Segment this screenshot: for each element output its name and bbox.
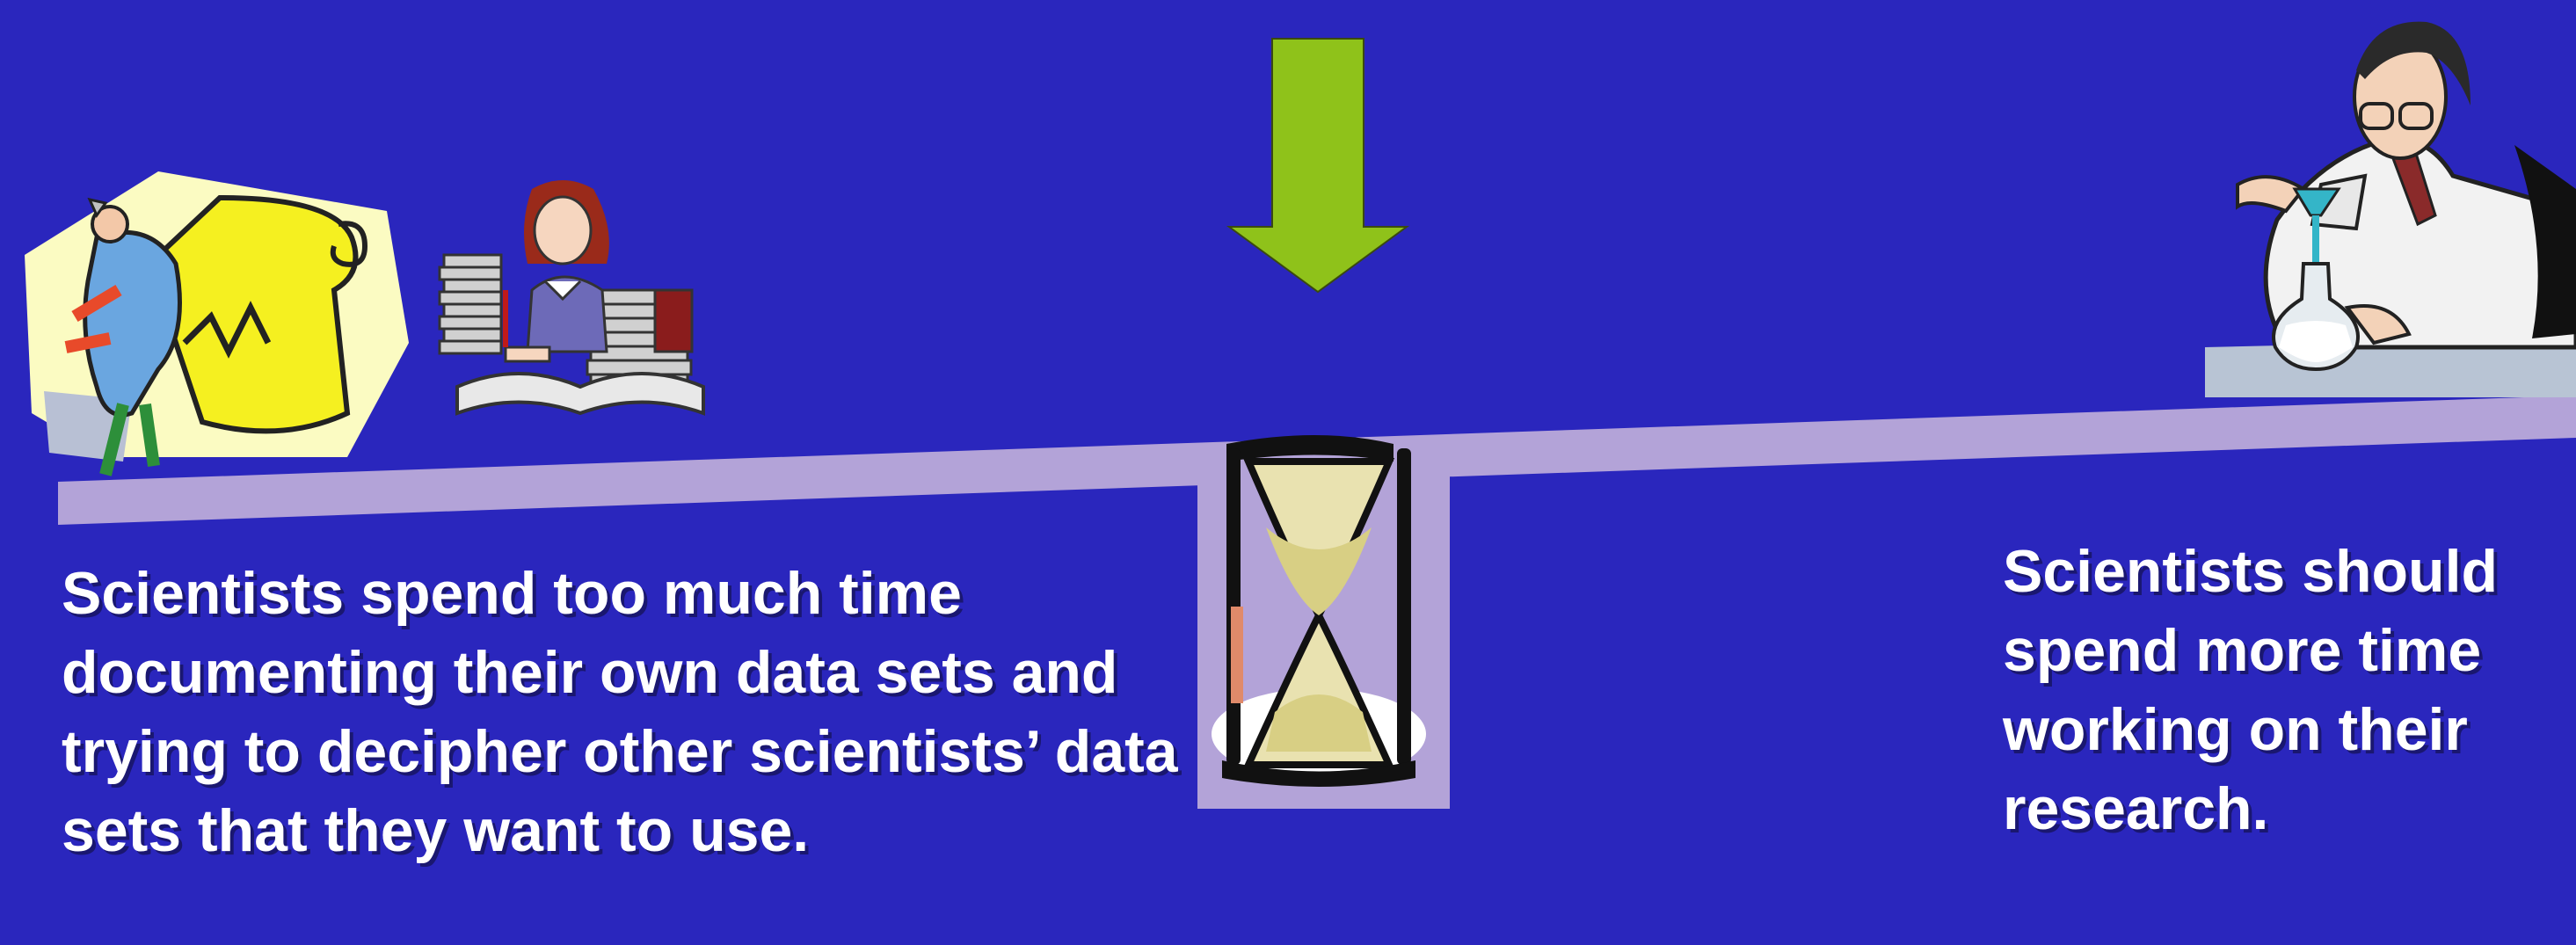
scientist-with-scroll-clipart <box>25 171 409 476</box>
down-arrow-icon <box>1226 38 1410 294</box>
hourglass-icon <box>1197 435 1450 809</box>
woman-writing-with-books-clipart <box>438 180 705 416</box>
right-caption: Scientists should spend more time workin… <box>2003 538 2498 842</box>
left-caption: Scientists spend too much time documenti… <box>62 560 1178 864</box>
lab-scientist-with-flask-clipart <box>2205 21 2576 397</box>
